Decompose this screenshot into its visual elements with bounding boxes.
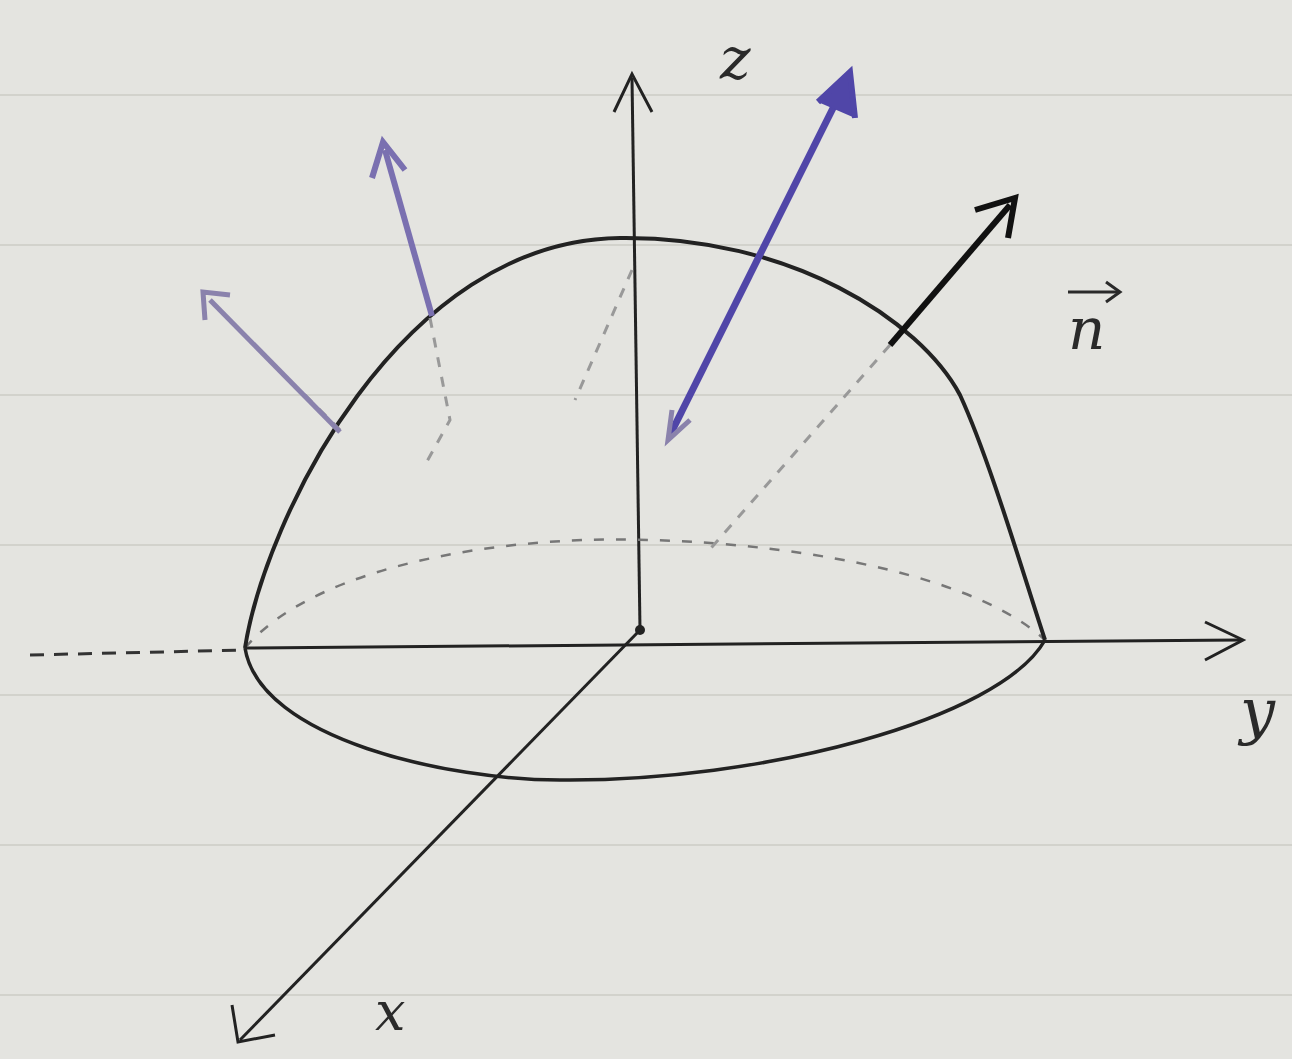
axis-label: y [1240,680,1275,742]
axis-label: z [720,30,751,88]
axis-label: x [375,985,405,1039]
vector-label: n [1068,300,1105,358]
